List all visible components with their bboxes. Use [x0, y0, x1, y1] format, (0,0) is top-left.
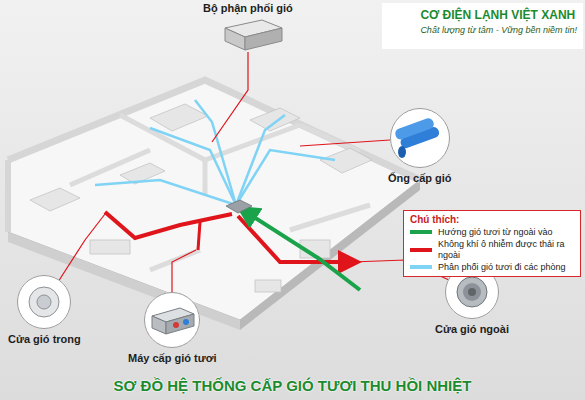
part-label: Bộ phận phối gió [203, 2, 293, 14]
circle-outline [390, 108, 450, 168]
logo-box: CƠ ĐIỆN LẠNH VIỆT XANH Chất lượng từ tâm … [382, 3, 583, 49]
circle-outline [17, 275, 71, 329]
legend-box: Chú thích: Hướng gió tươi từ ngoài vàoKhô… [403, 210, 581, 277]
legend-swatch [410, 248, 432, 252]
legend-text: Hướng gió tươi từ ngoài vào [438, 227, 574, 237]
legend-row: Phân phối gió tươi đi các phòng [410, 262, 574, 272]
legend-swatch [410, 230, 432, 234]
legend-row: Không khí ô nhiễm được thải ra ngoài [410, 239, 574, 260]
legend-text: Không khí ô nhiễm được thải ra ngoài [438, 239, 574, 260]
part-callout: Bộ phận phối gió [203, 2, 293, 18]
callout-circle: Cửa gió trong [17, 275, 71, 329]
part-label: Máy cấp gió tươi [128, 352, 217, 364]
company-name: CƠ ĐIỆN LẠNH VIỆT XANH [420, 8, 577, 22]
diagram-title: SƠ ĐỒ HỆ THỐNG CẤP GIÓ TƯƠI THU HỒI NHIỆ… [0, 377, 585, 394]
legend-text: Phân phối gió tươi đi các phòng [438, 262, 574, 272]
part-label: Ống cấp gió [388, 172, 452, 184]
part-label: Cửa gió trong [8, 333, 81, 345]
legend-swatch [410, 265, 432, 269]
callout-circle: Ống cấp gió [390, 108, 450, 168]
legend-heading: Chú thích: [410, 214, 574, 225]
company-slogan: Chất lượng từ tâm - Vững bền niềm tin! [420, 25, 577, 35]
callout-circle: Máy cấp gió tươi [144, 292, 200, 348]
circle-outline [144, 292, 200, 348]
legend-row: Hướng gió tươi từ ngoài vào [410, 227, 574, 237]
part-label: Cửa gió ngoài [435, 323, 509, 335]
